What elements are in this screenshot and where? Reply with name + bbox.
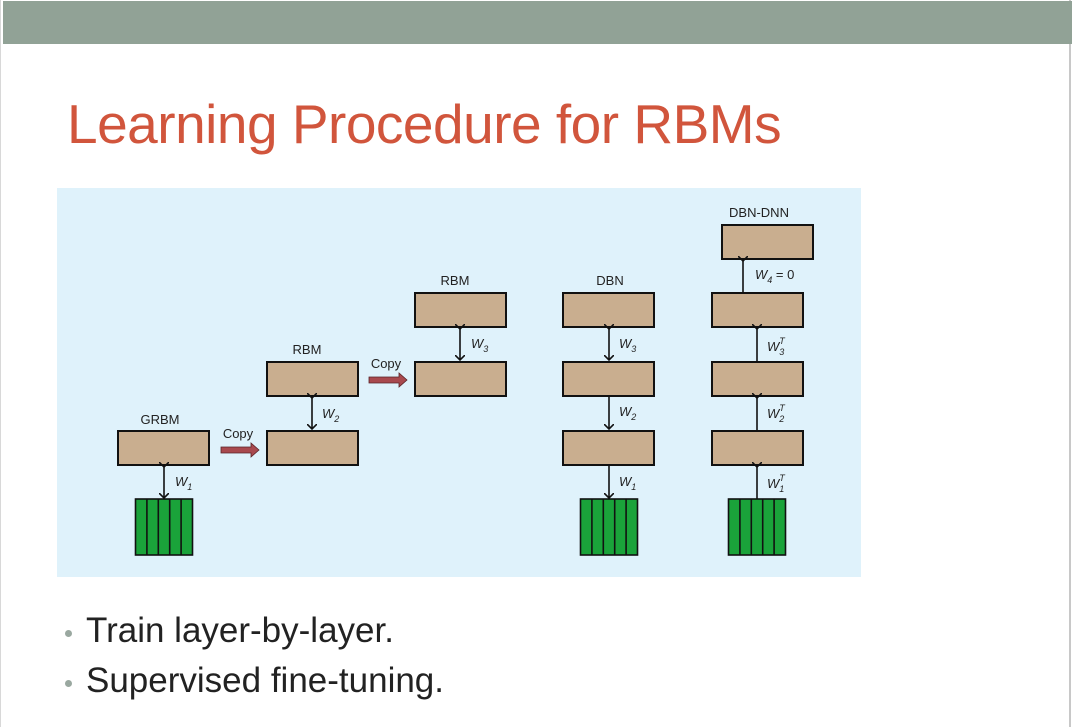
weight-label: W2 <box>619 404 636 422</box>
copy-label: Copy <box>223 426 254 441</box>
hidden-layer-box <box>711 361 804 397</box>
hidden-layer-box <box>266 430 359 466</box>
weight-label: W3T <box>767 336 786 357</box>
output-layer-box <box>721 224 814 260</box>
weight-label: W3 <box>619 336 636 354</box>
weight-label: W1T <box>767 473 786 494</box>
weight-label: W2T <box>767 403 786 424</box>
top-banner <box>3 1 1072 44</box>
bullet-dot-icon <box>65 629 72 637</box>
stage-label: GRBM <box>141 412 180 427</box>
weight-label: W1 <box>619 474 636 492</box>
hidden-layer-box <box>562 430 655 466</box>
input-layer-box <box>727 498 787 556</box>
bullet-text: Train layer-by-layer. <box>86 611 394 650</box>
slide-title: Learning Procedure for RBMs <box>67 93 782 155</box>
hidden-layer-box <box>562 292 655 328</box>
copy-arrow-icon <box>368 372 408 388</box>
weight-label: W3 <box>471 336 488 354</box>
diagram-canvas: GRBMW1CopyRBMW2CopyRBMW3DBNW3W2W1DBN-DNN… <box>117 205 814 556</box>
bullet-item: Supervised fine-tuning. <box>65 656 444 706</box>
hidden-layer-box <box>266 361 359 397</box>
bullet-dot-icon <box>65 679 72 687</box>
weight-label: W1 <box>175 474 192 492</box>
copy-arrow-icon <box>220 442 260 458</box>
stage-label: DBN-DNN <box>729 205 789 220</box>
hidden-layer-box <box>562 361 655 397</box>
weight-label: W2 <box>322 406 339 424</box>
stage-label: RBM <box>293 342 322 357</box>
hidden-layer-box <box>711 430 804 466</box>
input-layer-box <box>579 498 639 556</box>
hidden-layer-box <box>414 361 507 397</box>
bullet-list: Train layer-by-layer. Supervised fine-tu… <box>65 606 444 706</box>
stage-label: RBM <box>441 273 470 288</box>
weight-label: W4 = 0 <box>755 267 794 285</box>
bullet-item: Train layer-by-layer. <box>65 606 444 656</box>
hidden-layer-box <box>117 430 210 466</box>
stage-label: DBN <box>596 273 623 288</box>
bullet-text: Supervised fine-tuning. <box>86 661 444 700</box>
hidden-layer-box <box>414 292 507 328</box>
hidden-layer-box <box>711 292 804 328</box>
copy-label: Copy <box>371 356 402 371</box>
input-layer-box <box>134 498 194 556</box>
